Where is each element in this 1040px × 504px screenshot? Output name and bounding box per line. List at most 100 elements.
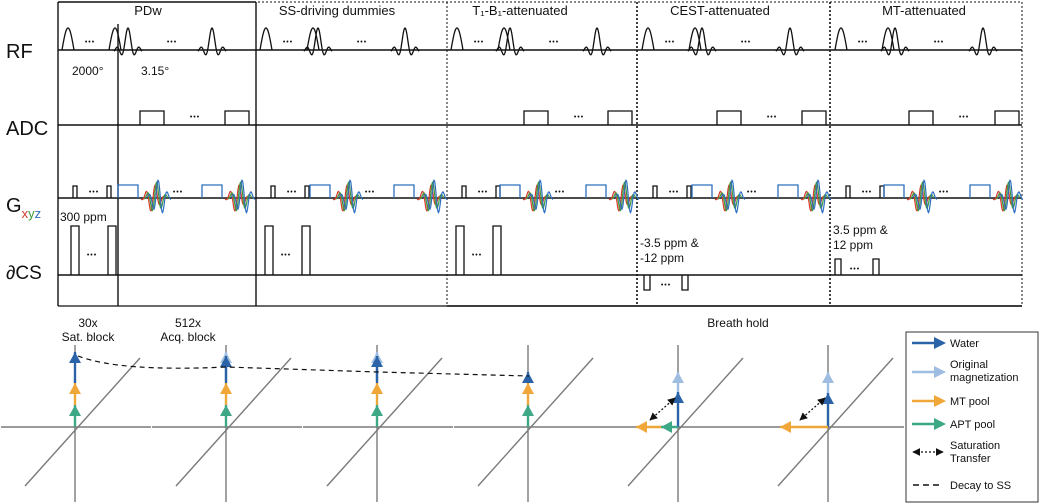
- adc-window: [908, 110, 934, 125]
- original-vector-head: [672, 372, 684, 383]
- gradient-wave: [230, 179, 256, 214]
- cs-offset: [455, 225, 465, 275]
- legend-sat-2: Transfer: [950, 453, 991, 465]
- rf-sat-pulse: [306, 27, 320, 51]
- rf-ellipsis: •••: [665, 39, 675, 46]
- row-label-cs: ∂CS: [6, 263, 42, 284]
- rf-ellipsis: •••: [549, 39, 559, 46]
- readout-gradient: [691, 184, 713, 198]
- rf-ellipsis: •••: [85, 39, 95, 46]
- rf-sinc-pulse: [880, 27, 910, 56]
- axis-y: [24, 357, 141, 487]
- column-header-t1b1: T₁-B₁-attenuated: [472, 3, 568, 18]
- apt-vector-head: [522, 405, 534, 416]
- rf-sinc-pulse: [495, 27, 525, 56]
- legend-original-1: Original: [950, 359, 988, 371]
- acq-block-count: 512x: [175, 316, 201, 330]
- rf-sat-pulse: [450, 27, 464, 51]
- gradient-ellipsis: •••: [939, 189, 949, 196]
- column-header-ss-dummies: SS-driving dummies: [279, 3, 396, 18]
- legend-sat-1: Saturation: [950, 440, 1000, 452]
- water-vector-head: [522, 372, 534, 383]
- gradient-wave: [720, 179, 746, 214]
- rf-sat-pulse: [641, 27, 655, 51]
- cs-ellipsis: •••: [661, 282, 671, 289]
- cs-ellipsis: •••: [281, 252, 291, 259]
- rf-sinc-pulse: [968, 27, 998, 56]
- cs-ellipsis: •••: [850, 266, 860, 273]
- rf-sat-pulse: [61, 27, 75, 51]
- readout-gradient: [969, 184, 991, 198]
- gradient-wave: [998, 179, 1024, 214]
- flip-angle-acq: 3.15°: [141, 64, 169, 78]
- pulse-sequence: ••• ••• ••• ••• ••• ••• ••• ••• ••• ••• ••• ••• ••• •…: [61, 27, 1024, 291]
- cs-offset: [492, 225, 502, 275]
- flip-angle-sat: 2000°: [72, 64, 104, 78]
- gradient-wave: [717, 181, 743, 212]
- rf-sinc-pulse: [687, 27, 717, 56]
- mt-frequency-1: 3.5 ppm &: [833, 223, 888, 237]
- rf-sinc-pulse: [775, 27, 805, 56]
- water-vector-head: [69, 352, 81, 363]
- spoiler-gradient: [686, 185, 692, 198]
- mt-vector-head: [522, 383, 534, 394]
- column-header-cest: CEST-attenuated: [670, 3, 770, 18]
- row-label-adc: ADC: [6, 118, 48, 140]
- gradient-wave: [803, 181, 829, 212]
- readout-gradient: [777, 184, 799, 198]
- cs-offset: [70, 225, 80, 275]
- cest-frequency-2: -12 ppm: [640, 251, 684, 265]
- legend: Water Original magnetization MT pool APT…: [905, 331, 1039, 503]
- cest-frequency-1: -3.5 ppm &: [640, 236, 699, 250]
- apt-vector-head: [69, 405, 81, 416]
- legend-mt-icon-head: [934, 395, 946, 407]
- adc-window: [801, 110, 827, 125]
- gradient-ellipsis: •••: [478, 189, 488, 196]
- gradient-wave: [422, 179, 448, 214]
- cs-offset-negative: [643, 275, 651, 291]
- spoiler-gradient: [461, 185, 467, 198]
- column-header-mt: MT-attenuated: [882, 3, 966, 18]
- frame-lines: [57, 1, 1023, 307]
- mt-vector-head: [371, 383, 383, 394]
- legend-mt: MT pool: [950, 396, 990, 408]
- gradient-wave: [995, 181, 1021, 212]
- magnetization-diagrams: [1, 345, 904, 502]
- spoiler-gradient: [106, 185, 112, 198]
- rf-ellipsis: •••: [283, 39, 293, 46]
- apt-vector-head: [371, 405, 383, 416]
- legend-apt-icon-head: [934, 418, 946, 430]
- adc-window: [994, 110, 1020, 125]
- readout-gradient: [117, 184, 139, 198]
- gradient-ellipsis: •••: [287, 189, 297, 196]
- spoiler-gradient: [270, 185, 276, 198]
- rf-ellipsis: •••: [474, 39, 484, 46]
- gradient-wave: [338, 179, 364, 214]
- rf-ellipsis: •••: [167, 39, 177, 46]
- gradient-wave: [912, 179, 938, 214]
- readout-gradient: [585, 184, 607, 198]
- gradient-wave: [528, 179, 554, 214]
- adc-ellipsis: •••: [767, 114, 777, 121]
- adc-window: [224, 110, 250, 125]
- gradient-ellipsis: •••: [862, 189, 872, 196]
- legend-water: Water: [950, 338, 979, 350]
- mt-vector-head: [69, 383, 81, 394]
- gradient-wave: [146, 179, 172, 214]
- axis-y: [777, 357, 894, 487]
- adc-window: [139, 110, 165, 125]
- rf-sinc-pulse: [303, 27, 333, 56]
- decay-to-ss-curve: [77, 355, 530, 377]
- original-vector-head: [822, 372, 834, 383]
- apt-vector-head: [661, 421, 672, 433]
- rf-ellipsis: •••: [858, 39, 868, 46]
- legend-decay: Decay to SS: [950, 480, 1011, 492]
- gradient-wave: [227, 181, 253, 212]
- cs-offset: [107, 225, 117, 275]
- legend-apt: APT pool: [950, 419, 995, 431]
- water-vector-head: [672, 392, 684, 403]
- readout-gradient: [393, 184, 415, 198]
- saturation-transfer-arrow: [799, 397, 826, 421]
- mt-vector-head: [636, 421, 647, 433]
